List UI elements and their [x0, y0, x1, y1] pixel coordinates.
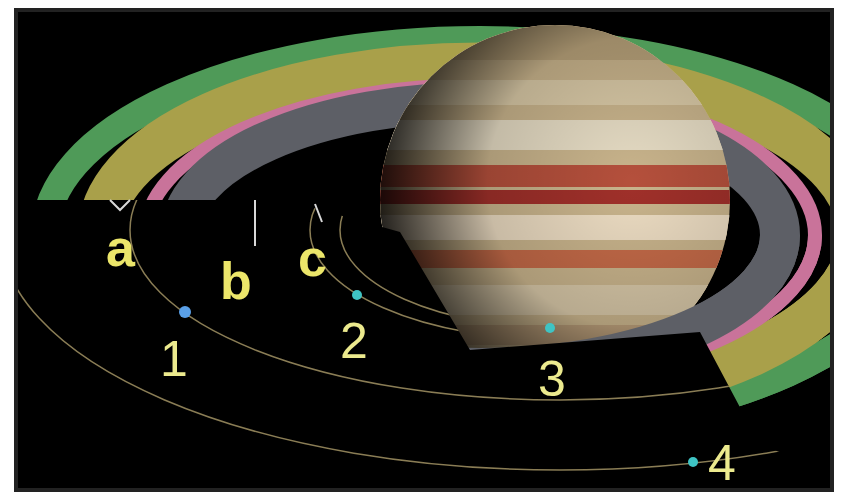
ring-label: c: [298, 232, 327, 284]
ring-label: b: [220, 255, 252, 307]
ring-label: a: [106, 222, 135, 274]
moon-number: 4: [708, 438, 736, 488]
cutaway-region: [18, 200, 830, 488]
leader-lines: [110, 200, 322, 246]
moons: [179, 290, 698, 467]
moon-number: 1: [160, 334, 188, 384]
moon-number: 2: [340, 316, 368, 366]
moon-orbits: [18, 12, 830, 470]
moon-number: 3: [538, 354, 566, 404]
